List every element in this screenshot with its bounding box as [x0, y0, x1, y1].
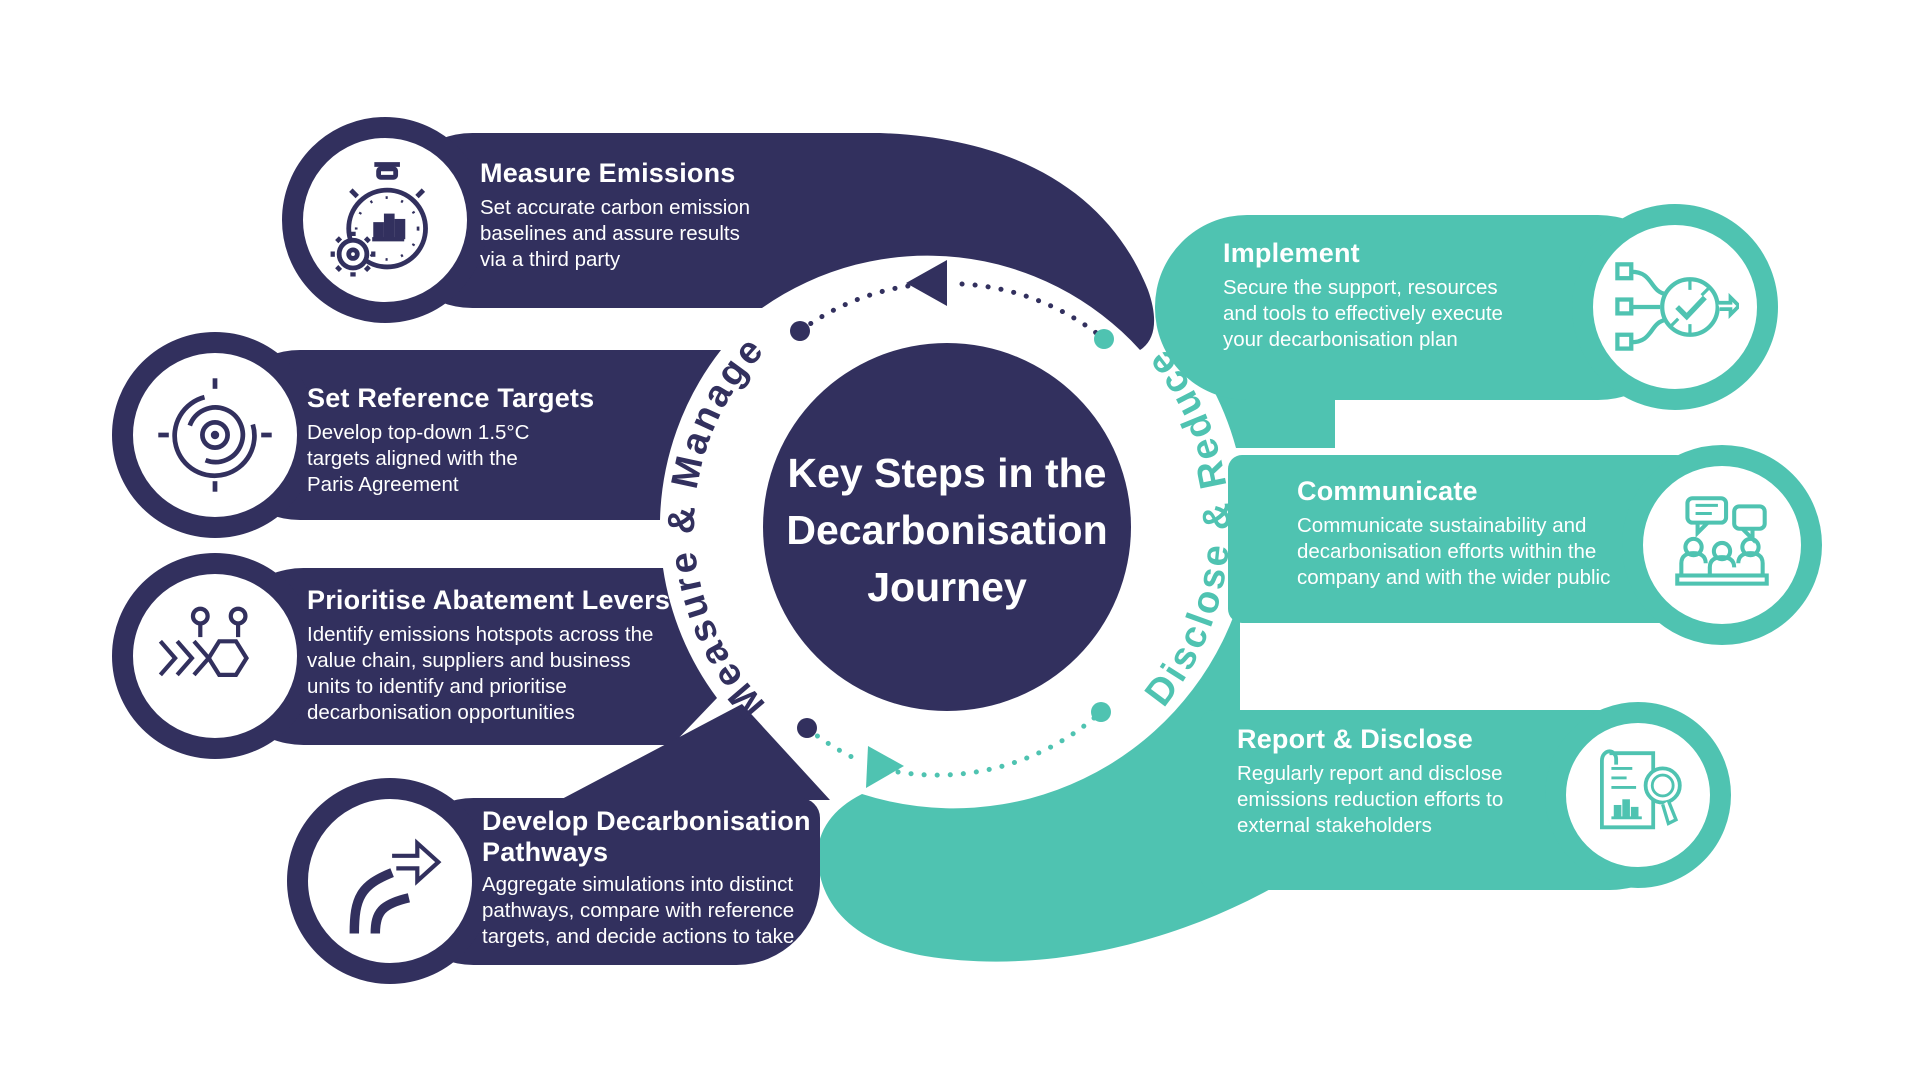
bullet-dot-navy-top	[790, 321, 810, 341]
arrow-left-icon	[906, 260, 947, 306]
card-text-report-disclose: Report & Disclose Regularly report and d…	[1237, 724, 1503, 839]
card-text-set-reference-targets: Set Reference Targets Develop top-down 1…	[307, 383, 594, 498]
card-body: Set accurate carbon emission baselines a…	[480, 196, 751, 271]
card-title: Implement	[1223, 238, 1360, 268]
center-title-line3: Journey	[867, 564, 1027, 610]
people-speech-bubbles-icon	[1622, 445, 1822, 645]
bullet-dot-teal-bottom	[1091, 702, 1111, 722]
center-circle	[763, 343, 1131, 711]
process-chevrons-icon	[112, 553, 318, 759]
card-title: Report & Disclose	[1237, 724, 1473, 754]
dotted-arc-bottom-right	[895, 709, 1104, 778]
card-title: Prioritise Abatement Levers	[307, 585, 671, 615]
card-text-develop-decarbonisation-pathways: Develop Decarbonisation Pathways Aggrega…	[482, 806, 811, 950]
card-title: Measure Emissions	[480, 158, 736, 188]
card-title: Develop Decarbonisation	[482, 806, 811, 836]
card-body: Identify emissions hotspots across the v…	[307, 623, 654, 724]
card-text-measure-emissions: Measure Emissions Set accurate carbon em…	[480, 158, 750, 273]
bullet-dot-teal-top	[1094, 329, 1114, 349]
card-body: Aggregate simulations into distinct path…	[482, 873, 795, 948]
card-title-line2: Pathways	[482, 837, 609, 867]
stopwatch-gauge-icon	[282, 117, 488, 323]
navy-blob-top	[620, 133, 1155, 350]
card-body: Develop top-down 1.5°C targets aligned w…	[307, 421, 530, 496]
card-text-communicate: Communicate Communicate sustainability a…	[1297, 476, 1610, 591]
target-icon	[112, 332, 318, 538]
report-magnifier-icon	[1545, 702, 1731, 888]
navy-step-card4	[560, 704, 830, 800]
center-title-line2: Decarbonisation	[786, 507, 1107, 553]
execute-check-icon	[1572, 204, 1778, 410]
card-text-prioritise-abatement-levers: Prioritise Abatement Levers Identify emi…	[307, 585, 670, 726]
dotted-arc-top-right	[959, 281, 1107, 342]
card-title: Communicate	[1297, 476, 1478, 506]
center-title-line1: Key Steps in the	[788, 450, 1107, 496]
card-text-implement: Implement Secure the support, resources …	[1223, 238, 1503, 353]
dotted-arc-top-left	[797, 281, 928, 334]
forked-path-icon	[287, 778, 493, 984]
card-body: Communicate sustainability and decarboni…	[1297, 514, 1611, 589]
card-body: Regularly report and disclose emissions …	[1237, 762, 1504, 837]
card-title: Set Reference Targets	[307, 383, 595, 413]
bullet-dot-navy-bottom	[797, 718, 817, 738]
arrow-right-icon	[866, 746, 904, 788]
card-body: Secure the support, resources and tools …	[1223, 276, 1503, 351]
